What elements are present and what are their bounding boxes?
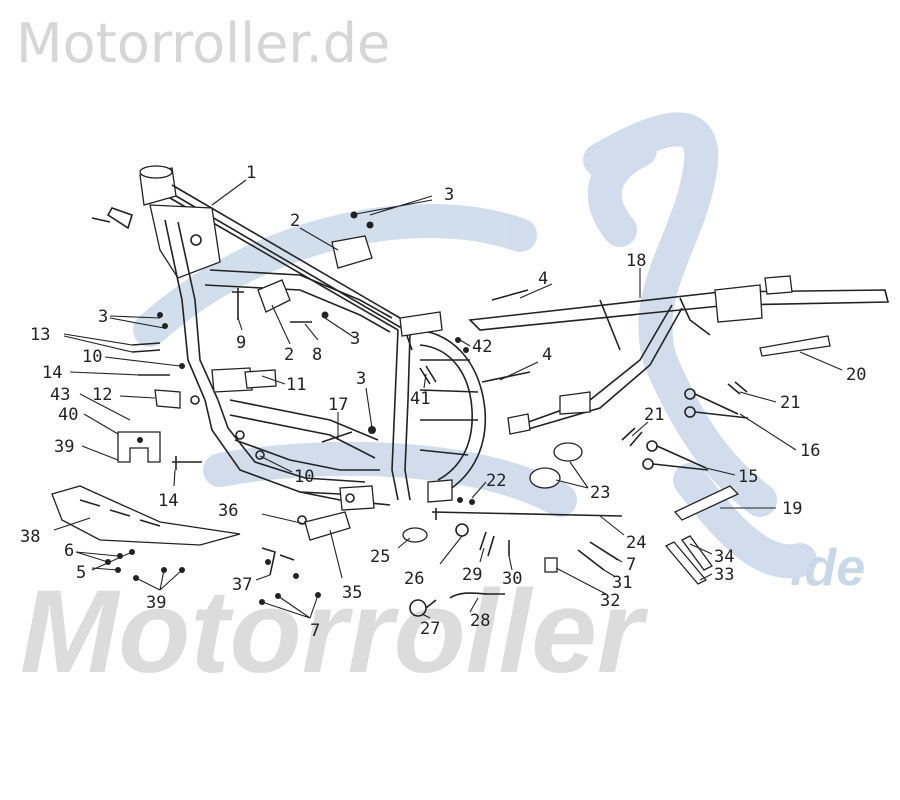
part-label: 43	[50, 385, 70, 405]
part-label: 19	[782, 499, 802, 519]
part-label: 3	[356, 369, 366, 389]
part-label: 3	[98, 307, 108, 327]
watermark-bottom-suffix: .de	[790, 539, 865, 597]
part-label: 2	[290, 211, 300, 231]
part-label: 23	[590, 483, 610, 503]
part-label: 12	[92, 385, 112, 405]
watermark-logo	[133, 112, 817, 579]
part-label: 37	[232, 575, 252, 595]
main-frame	[91, 165, 487, 511]
part-label: 11	[286, 375, 306, 395]
leader-lines	[53, 179, 843, 619]
part-labels: 1 3 2 4 18 3 13 10 14 43 12 40 39 14 9 2…	[20, 163, 866, 641]
part-label: 29	[462, 565, 482, 585]
part-label: 16	[800, 441, 820, 461]
part-label: 13	[30, 325, 50, 345]
part-label: 4	[542, 345, 552, 365]
part-label: 18	[626, 251, 646, 271]
part-label: 9	[236, 333, 246, 353]
part-label: 21	[644, 405, 664, 425]
part-label: 3	[350, 329, 360, 349]
part-label: 14	[42, 363, 62, 383]
part-label: 7	[626, 555, 636, 575]
part-label: 5	[76, 563, 86, 583]
part-label: 20	[846, 365, 866, 385]
part-label: 4	[538, 269, 548, 289]
part-label: 22	[486, 471, 506, 491]
part-label: 36	[218, 501, 238, 521]
part-label: 26	[404, 569, 424, 589]
part-label: 34	[714, 547, 734, 567]
part-label: 14	[158, 491, 178, 511]
part-label: 35	[342, 583, 362, 603]
part-label: 39	[54, 437, 74, 457]
part-label: 27	[420, 619, 440, 639]
watermark-bottom-text: Motorroller	[20, 566, 649, 698]
part-label: 6	[64, 541, 74, 561]
part-label: 38	[20, 527, 40, 547]
part-label: 32	[600, 591, 620, 611]
part-label: 17	[328, 395, 348, 415]
part-label: 31	[612, 573, 632, 593]
part-label: 40	[58, 405, 78, 425]
part-label: 39	[146, 593, 166, 613]
part-label: 41	[410, 389, 430, 409]
part-label: 1	[246, 163, 256, 183]
part-label: 15	[738, 467, 758, 487]
watermark-top-text: Motorroller.de	[16, 12, 391, 75]
part-label: 2	[284, 345, 294, 365]
part-label: 30	[502, 569, 522, 589]
part-label: 21	[780, 393, 800, 413]
part-label: 3	[444, 185, 454, 205]
part-label: 24	[626, 533, 646, 553]
part-label: 42	[472, 337, 492, 357]
part-label: 28	[470, 611, 490, 631]
part-label: 10	[294, 467, 314, 487]
part-label: 33	[714, 565, 734, 585]
part-label: 10	[82, 347, 102, 367]
part-label: 8	[312, 345, 322, 365]
part-label: 25	[370, 547, 390, 567]
rear-subframe	[468, 275, 890, 435]
part-label: 7	[310, 621, 320, 641]
